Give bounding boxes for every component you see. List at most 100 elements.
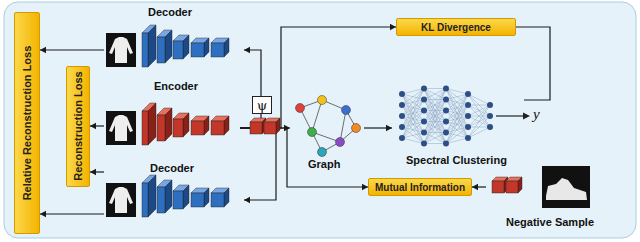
network-link: [402, 111, 424, 139]
network-link: [468, 94, 490, 105]
garment-image: [106, 183, 136, 217]
network-link: [468, 105, 490, 127]
network-neuron: [465, 91, 471, 97]
network-neuron: [487, 113, 493, 119]
decoder-block: Decoder: [104, 4, 244, 76]
node-label: Relative Reconstruction Loss: [21, 46, 33, 201]
block-side: [148, 175, 156, 217]
block-front: [173, 119, 183, 137]
network-link: [446, 127, 468, 144]
network-link: [402, 89, 424, 139]
network-neuron: [421, 119, 427, 125]
decoder-layer: [191, 38, 209, 57]
output-arrow: [496, 115, 524, 116]
block-front: [157, 37, 165, 63]
network-link: [402, 116, 424, 144]
block-side: [204, 188, 209, 207]
network-link: [468, 94, 490, 127]
block-side: [165, 30, 172, 63]
connector: [40, 211, 104, 217]
block-side: [204, 38, 209, 57]
network-link: [424, 100, 446, 144]
connector-line: [40, 213, 104, 214]
network-link: [402, 89, 424, 128]
network-link: [424, 100, 446, 144]
negative-sample-image: [542, 166, 590, 208]
connector: [90, 123, 104, 129]
node-label: Decoder: [148, 6, 192, 18]
network-neuron: [443, 108, 449, 114]
block-front: [142, 111, 148, 145]
network-link: [402, 94, 424, 144]
decoder-layer: [173, 35, 189, 59]
network-neuron: [421, 130, 427, 136]
network-link: [424, 88, 446, 89]
network-link: [424, 122, 446, 144]
graph-block: Graph: [290, 92, 364, 176]
connector-line: [240, 128, 276, 200]
network-link: [402, 122, 424, 139]
network-link: [424, 89, 446, 133]
graph-vertex: [352, 124, 361, 133]
network-neuron: [399, 102, 405, 108]
node-label: ψ: [257, 99, 267, 112]
block-front: [191, 193, 204, 207]
graph-vertex: [342, 106, 351, 115]
block-front: [191, 43, 204, 57]
negative-code: [506, 177, 522, 193]
network-neuron: [399, 91, 405, 97]
network-link: [424, 89, 446, 111]
encoder-layer: [173, 113, 189, 137]
arrowhead: [40, 211, 46, 217]
graph-link: [340, 110, 346, 142]
image-ground: [542, 166, 590, 208]
network-link: [468, 105, 490, 106]
network-link: [424, 111, 446, 144]
network-neuron: [399, 135, 405, 141]
encoder-layer: [211, 116, 229, 135]
sweater-shape: [109, 187, 133, 213]
node-label: Spectral Clustering: [406, 154, 507, 166]
decoder-layer: [211, 38, 229, 57]
network-link: [402, 89, 424, 117]
node-label: Negative Sample: [506, 216, 594, 228]
network-link: [468, 94, 490, 116]
network-neuron: [443, 86, 449, 92]
connector: [40, 47, 104, 53]
image-ground: [106, 33, 136, 67]
encoder-layer: [157, 108, 172, 141]
connector: [244, 47, 261, 96]
latent-code: [264, 118, 280, 134]
network-link: [446, 116, 468, 144]
network-neuron: [465, 102, 471, 108]
network-link: [468, 105, 490, 116]
block-front: [173, 191, 183, 209]
network-link: [424, 143, 446, 144]
loss-box: Mutual Information: [368, 178, 472, 196]
clustering-network: Spectral Clustering: [392, 78, 524, 170]
block-front: [191, 121, 204, 135]
block-side: [224, 188, 229, 207]
node-label: Graph: [308, 158, 340, 170]
node-label: Encoder: [154, 80, 198, 92]
arrowhead: [90, 123, 96, 129]
network-neuron: [399, 124, 405, 130]
network-link: [424, 89, 446, 133]
connector-line: [244, 50, 261, 96]
arrowhead: [244, 47, 250, 53]
loss-box: Reconstruction Loss: [66, 66, 90, 187]
loss-box: Relative Reconstruction Loss: [14, 12, 40, 234]
network-link: [468, 105, 490, 127]
arrowhead: [90, 169, 96, 175]
connector-line: [40, 49, 104, 50]
decoder-layer: [211, 188, 229, 207]
connector: [90, 169, 104, 175]
network-link: [424, 89, 446, 144]
connector-line: [240, 128, 368, 187]
network-link: [402, 133, 424, 139]
network-link: [424, 89, 446, 144]
network-neuron: [465, 124, 471, 130]
network-link: [424, 133, 446, 144]
connector: [364, 125, 392, 131]
